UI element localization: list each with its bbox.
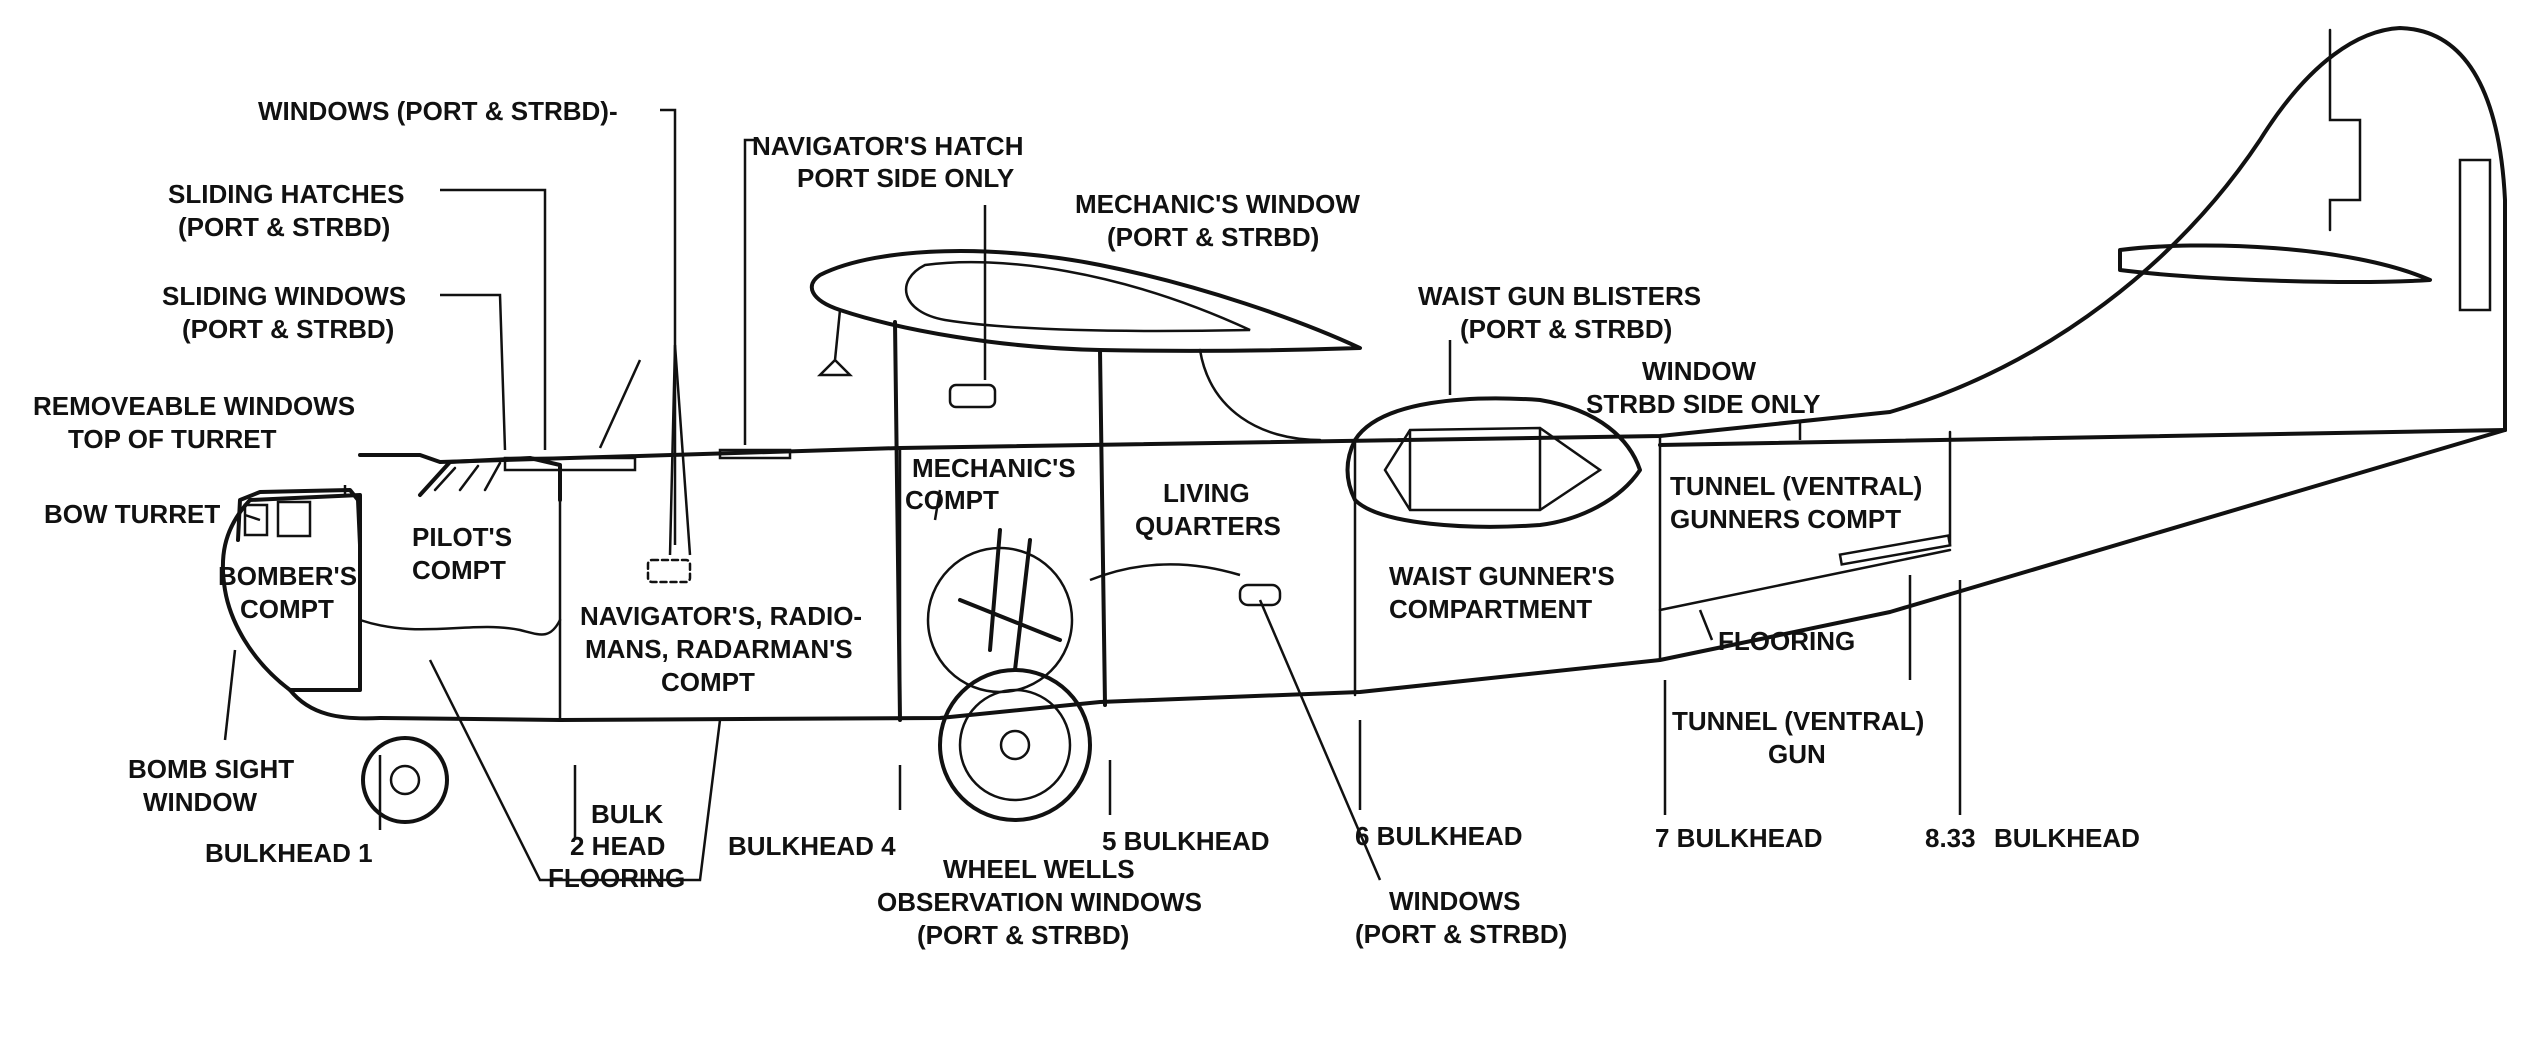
label-pilots-compt-1: PILOT'S: [412, 522, 512, 552]
label-bombers-compt-1: BOMBER'S: [218, 561, 357, 591]
hull-top-line: [358, 26, 2507, 464]
hull-bottom-line: [288, 428, 2507, 722]
label-navigators-compt-3: COMPT: [661, 667, 755, 697]
bow-outline: [220, 493, 362, 692]
hull-chine: [358, 618, 562, 636]
label-navigators-compt-2: MANS, RADARMAN'S: [585, 634, 853, 664]
turret-window-left: [243, 503, 269, 537]
label-mechanics-compt-2: COMPT: [905, 485, 999, 515]
sliding-hatch-rail: [503, 456, 637, 472]
label-flooring-right: FLOORING: [1718, 626, 1855, 656]
main-wheel: [926, 528, 1092, 822]
label-bulk-head-1: BULK: [591, 799, 663, 829]
label-waist-gun-blisters-1: WAIST GUN BLISTERS: [1418, 281, 1701, 311]
tail-trailing-edge: [1658, 428, 2507, 447]
label-bulkhead-4: BULKHEAD 4: [728, 831, 896, 861]
label-tunnel-gunners-1: TUNNEL (VENTRAL): [1670, 471, 1922, 501]
label-bulkhead-6: 6 BULKHEAD: [1355, 821, 1523, 851]
labels: WINDOWS (PORT & STRBD)- NAVIGATOR'S HATC…: [33, 96, 2140, 950]
label-living-quarters-2: QUARTERS: [1135, 511, 1281, 541]
label-bomb-sight-1: BOMB SIGHT: [128, 754, 294, 784]
label-sliding-windows-2: (PORT & STRBD): [182, 314, 394, 344]
label-windows-port-strbd: WINDOWS (PORT & STRBD)-: [258, 96, 618, 126]
label-mechanics-window-2: (PORT & STRBD): [1107, 222, 1319, 252]
label-window-strbd-2: STRBD SIDE ONLY: [1586, 389, 1821, 419]
aircraft-outline: [220, 26, 2507, 824]
wing-inner-panel: [905, 260, 1251, 333]
wing-airfoil: [809, 249, 1362, 353]
blister-frame: [1383, 426, 1603, 512]
label-sliding-windows-1: SLIDING WINDOWS: [162, 281, 406, 311]
nose-wheel: [361, 736, 449, 824]
label-bomb-sight-2: WINDOW: [143, 787, 258, 817]
label-navigators-hatch-2: PORT SIDE ONLY: [797, 163, 1014, 193]
label-bulkhead-7: 7 BULKHEAD: [1655, 823, 1823, 853]
label-flooring-left: FLOORING: [548, 863, 685, 893]
label-windows-6-1: WINDOWS: [1389, 886, 1520, 916]
label-bombers-compt-2: COMPT: [240, 594, 334, 624]
living-quarters-window: [1238, 583, 1282, 607]
label-waist-gunners-2: COMPARTMENT: [1389, 594, 1592, 624]
label-bulk-head-2: 2 HEAD: [570, 831, 665, 861]
bow-turret: [236, 488, 362, 547]
label-bulkhead-5: 5 BULKHEAD: [1102, 826, 1270, 856]
label-navigators-hatch-1: NAVIGATOR'S HATCH: [752, 131, 1023, 161]
label-tunnel-gun-2: GUN: [1768, 739, 1826, 769]
label-windows-6-2: (PORT & STRBD): [1355, 919, 1567, 949]
tail-rudder: [2328, 28, 2492, 312]
label-waist-gun-blisters-2: (PORT & STRBD): [1460, 314, 1672, 344]
label-navigators-compt-1: NAVIGATOR'S, RADIO-: [580, 601, 862, 631]
label-bulkhead-8-word: BULKHEAD: [1994, 823, 2140, 853]
label-mechanics-window-1: MECHANIC'S WINDOW: [1075, 189, 1360, 219]
label-wheel-wells-2: OBSERVATION WINDOWS: [877, 887, 1202, 917]
label-removeable-windows-2: TOP OF TURRET: [68, 424, 277, 454]
label-living-quarters-1: LIVING: [1163, 478, 1250, 508]
turret-window-right: [276, 500, 312, 538]
horizontal-stabilizer: [2118, 243, 2432, 284]
label-sliding-hatches-2: (PORT & STRBD): [178, 212, 390, 242]
wing-strut: [816, 308, 1322, 442]
label-sliding-hatches-1: SLIDING HATCHES: [168, 179, 404, 209]
leader-lines: [223, 108, 1962, 882]
label-removeable-windows-1: REMOVEABLE WINDOWS: [33, 391, 355, 421]
tunnel-flooring: [1658, 548, 1952, 612]
label-mechanics-compt-1: MECHANIC'S: [912, 453, 1076, 483]
label-bulkhead-1: BULKHEAD 1: [205, 838, 373, 868]
label-pilots-compt-2: COMPT: [412, 555, 506, 585]
wing-pylon: [893, 320, 1107, 722]
label-waist-gunners-1: WAIST GUNNER'S: [1389, 561, 1615, 591]
label-tunnel-gun-1: TUNNEL (VENTRAL): [1672, 706, 1924, 736]
label-tunnel-gunners-2: GUNNERS COMPT: [1670, 504, 1901, 534]
label-window-strbd-1: WINDOW: [1642, 356, 1757, 386]
navigators-hatch: [718, 448, 792, 460]
label-bow-turret: BOW TURRET: [44, 499, 220, 529]
mechanics-window: [948, 383, 997, 409]
cockpit-frame: [433, 461, 502, 492]
label-wheel-wells-3: (PORT & STRBD): [917, 920, 1129, 950]
label-bulkhead-8-number: 8.33: [1925, 823, 1976, 853]
label-wheel-wells-1: WHEEL WELLS: [943, 854, 1135, 884]
